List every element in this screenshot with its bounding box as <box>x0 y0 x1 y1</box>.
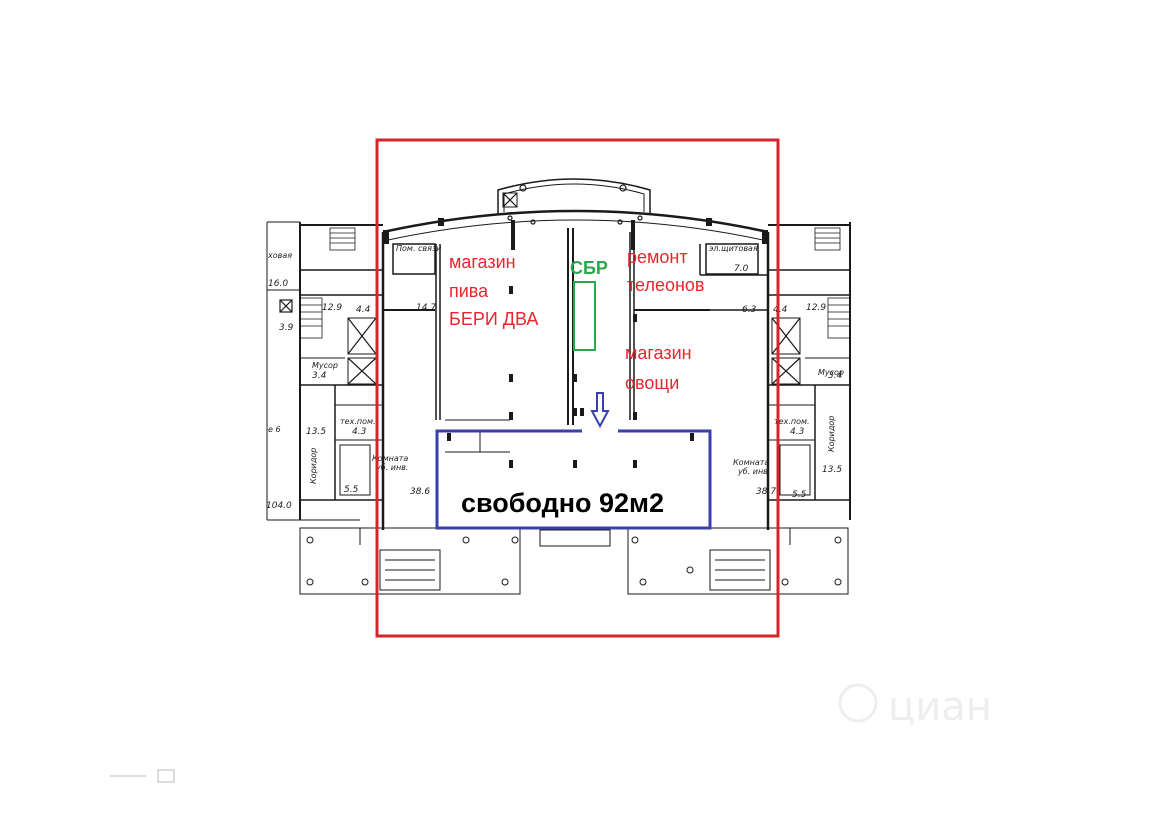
label-tekh-pom-left: тех.пом. <box>340 417 376 426</box>
building-walls <box>266 178 851 595</box>
area-5-5-left: 5.5 <box>344 485 359 495</box>
watermark-text: циан <box>888 684 992 730</box>
area-7-0: 7.0 <box>734 264 749 274</box>
label-koridor-right: Коридор <box>827 416 836 452</box>
area-12-9-left: 12.9 <box>322 303 342 313</box>
beer-shop-line2: пива <box>449 281 489 301</box>
watermark: циан <box>838 683 992 730</box>
bottom-porches <box>299 527 849 595</box>
area-16-0: 16.0 <box>268 279 288 289</box>
area-104-0: 104.0 <box>266 501 292 511</box>
vegetable-shop-line1: магазин <box>625 343 692 363</box>
area-5-5-right: 5.5 <box>792 490 807 500</box>
free-space-label: свободно 92м2 <box>461 488 664 518</box>
label-tekh-pom-right: тех.пом. <box>774 417 810 426</box>
phone-repair-line2: телеонов <box>627 275 705 295</box>
free-space-box[interactable] <box>435 429 712 530</box>
area-13-5-right: 13.5 <box>822 465 842 475</box>
left-stairs <box>299 227 356 339</box>
area-4-3-right: 4.3 <box>790 427 805 437</box>
vegetable-shop-line2: овощи <box>625 373 679 393</box>
label-el-shchitovaya: эл.щитовая <box>709 244 758 253</box>
area-4-4-right: 4.4 <box>773 305 788 315</box>
label-musor-left: Мусор <box>312 361 338 370</box>
label-komnata-left: Комната <box>372 454 408 463</box>
label-pom-svyazi: Пом. связи <box>396 244 441 253</box>
area-4-3-left: 4.3 <box>352 427 367 437</box>
entrance-arrow-icon <box>590 392 610 429</box>
sber-box <box>573 281 596 351</box>
corner-marks <box>110 769 175 783</box>
right-stairs <box>814 227 851 339</box>
label-koridor-left: Коридор <box>309 448 318 484</box>
sber-label: СБР <box>570 258 608 278</box>
area-13-5-left: 13.5 <box>306 427 326 437</box>
area-3-9: 3.9 <box>279 323 294 333</box>
area-38-7: 38.7 <box>756 487 776 497</box>
area-12-9-right: 12.9 <box>806 303 826 313</box>
area-3-4-right: 3.4 <box>828 371 843 381</box>
label-left-corner: ховая <box>267 251 292 260</box>
porch-columns <box>306 536 842 586</box>
phone-repair-line1: ремонт <box>627 247 688 267</box>
label-left-edge-6: е 6 <box>268 425 281 434</box>
interior-columns[interactable] <box>383 218 768 468</box>
label-ubor-right: уб. инв. <box>737 467 770 476</box>
red-frame <box>375 138 780 638</box>
label-ubor-left: уб. инв. <box>375 463 408 472</box>
plan-labels: ховая Пом. связи эл.щитовая Мусор Мусор … <box>266 244 844 511</box>
area-3-4-left: 3.4 <box>312 371 327 381</box>
area-38-6: 38.6 <box>410 487 430 497</box>
beer-shop-line3: БЕРИ ДВА <box>449 309 538 329</box>
area-4-4-left: 4.4 <box>356 305 371 315</box>
label-musor-right: Мусор <box>818 368 844 377</box>
area-6-3: 6.3 <box>742 305 757 315</box>
beer-shop-line1: магазин <box>449 252 516 272</box>
shop-labels: магазин пива БЕРИ ДВА СБР ремонт телеоно… <box>449 247 705 518</box>
watermark-logo-icon <box>838 683 878 723</box>
label-komnata-right: Комната <box>733 458 769 467</box>
area-14-7: 14.7 <box>416 303 436 313</box>
